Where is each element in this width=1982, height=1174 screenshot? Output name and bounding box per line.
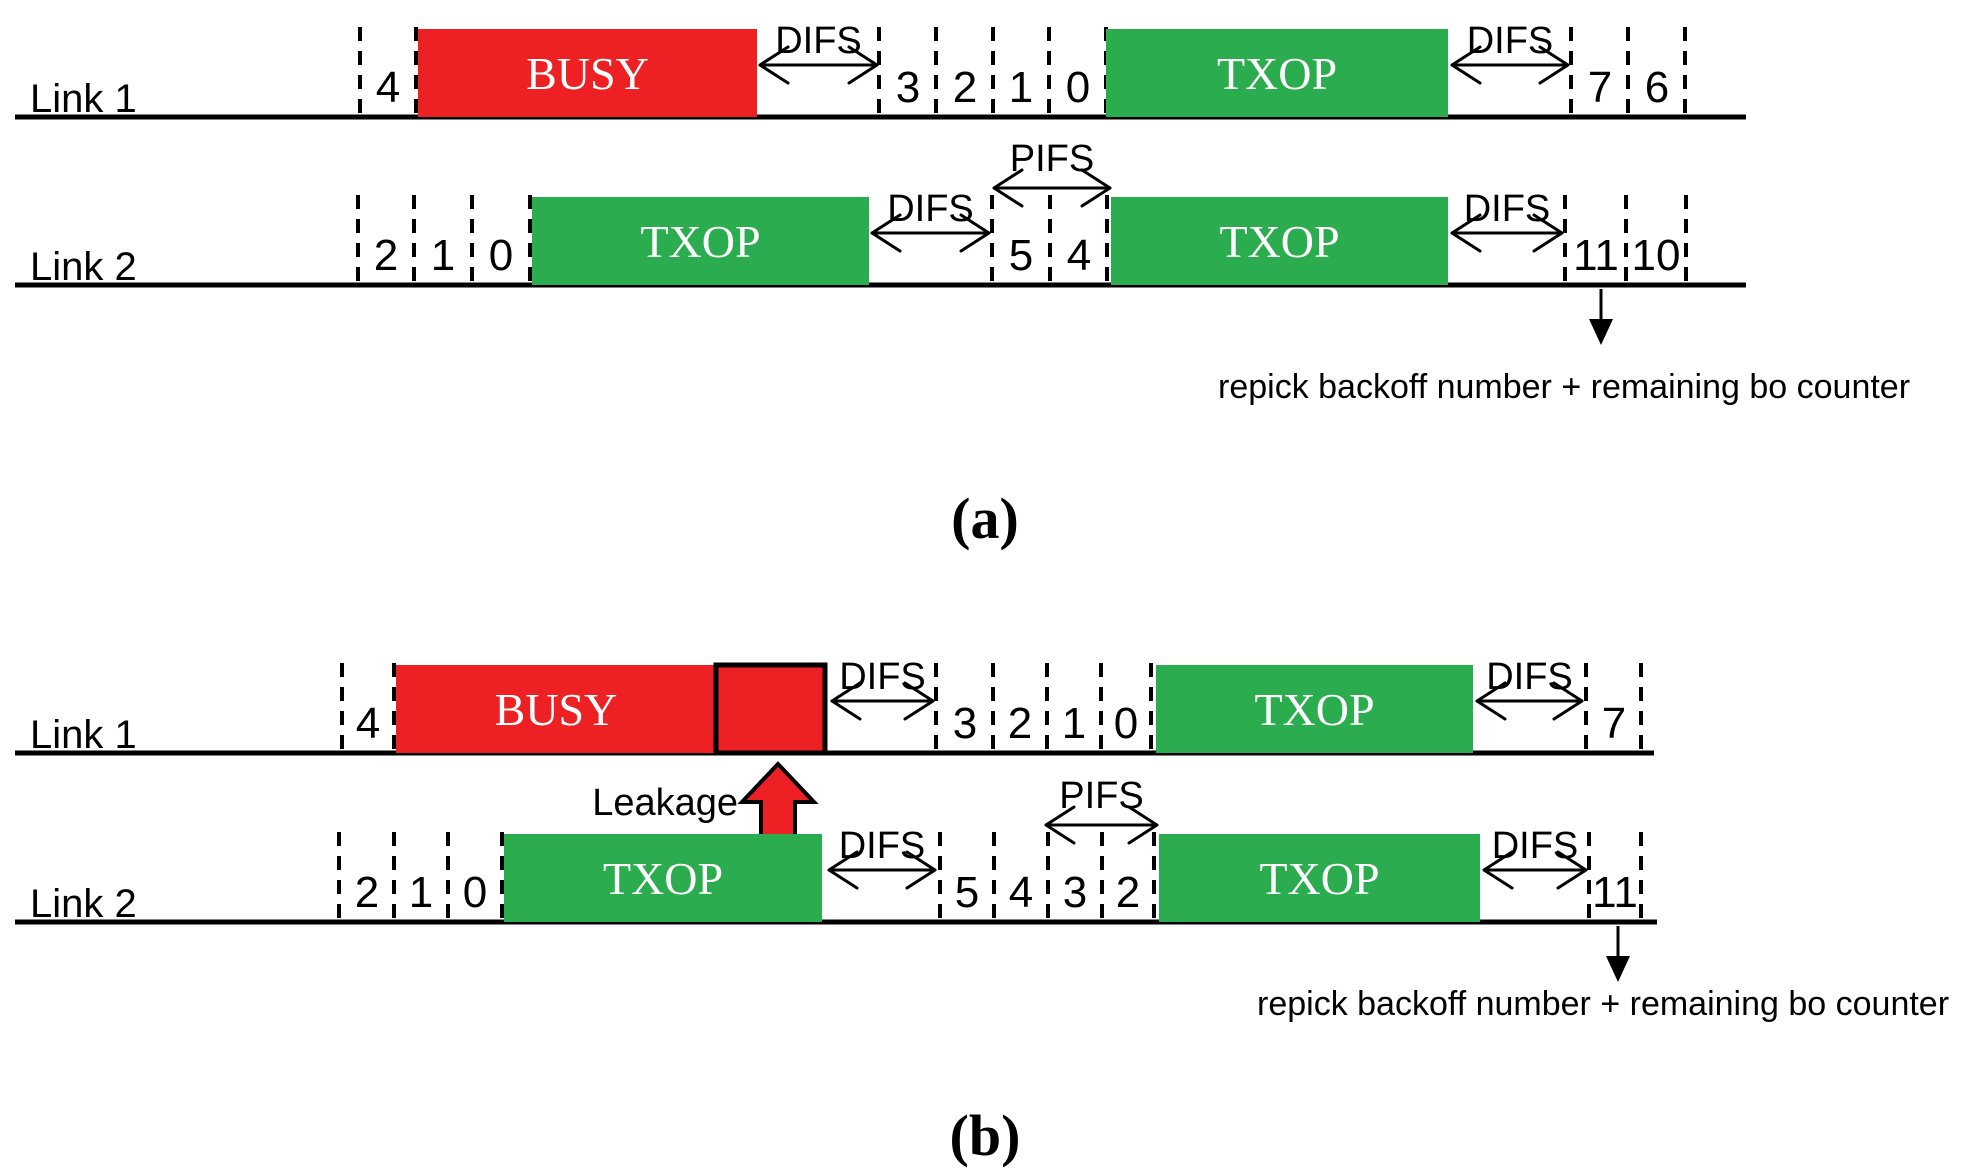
backoff-counter: 1 (1009, 63, 1033, 112)
backoff-counter: 4 (1067, 231, 1091, 280)
leakage-label: Leakage (592, 782, 738, 824)
backoff-counter: 11 (1592, 868, 1638, 917)
leakage-arrow (737, 761, 819, 846)
difs-arrow (758, 45, 879, 85)
block-label: TXOP (1217, 48, 1337, 99)
backoff-counter: 5 (955, 868, 979, 917)
backoff-counter: 4 (1009, 868, 1033, 917)
backoff-counter: 0 (489, 231, 513, 280)
difs-arrow (830, 681, 935, 721)
txop-block (1156, 665, 1473, 753)
backoff-counter: 11 (1573, 231, 1619, 280)
backoff-counter: 1 (431, 231, 455, 280)
busy-block (418, 29, 757, 117)
busy-block (396, 665, 716, 753)
block-label: BUSY (495, 684, 618, 735)
backoff-counter: 2 (1116, 868, 1140, 917)
block-label: BUSY (526, 48, 649, 99)
backoff-counter: 7 (1602, 699, 1626, 748)
link-label: Link 2 (30, 882, 137, 926)
difs-label: DIFS (839, 656, 926, 698)
backoff-counter: 2 (355, 868, 379, 917)
txop-block (1106, 29, 1448, 117)
difs-arrow (870, 213, 991, 253)
backoff-counter: 6 (1645, 63, 1669, 112)
backoff-counter: 7 (1588, 63, 1612, 112)
repick-note: repick backoff number + remaining bo cou… (1257, 985, 1949, 1023)
difs-label: DIFS (839, 825, 926, 867)
figure-caption: (a) (951, 486, 1019, 551)
repick-arrow-head (1606, 956, 1630, 982)
backoff-counter: 5 (1009, 231, 1033, 280)
backoff-counter: 10 (1632, 231, 1681, 280)
backoff-counter: 3 (1063, 868, 1087, 917)
repick-note: repick backoff number + remaining bo cou… (1218, 368, 1910, 406)
difs-arrow (1450, 45, 1570, 85)
block-label: TXOP (640, 216, 760, 267)
backoff-counter: 1 (409, 868, 433, 917)
backoff-counter: 1 (1062, 699, 1086, 748)
txop-block (1159, 834, 1480, 922)
backoff-counter: 2 (374, 231, 398, 280)
backoff-counter: 2 (953, 63, 977, 112)
difs-label: DIFS (887, 188, 974, 230)
txop-block (532, 197, 869, 285)
backoff-counter: 2 (1008, 699, 1032, 748)
link-label: Link 1 (30, 77, 137, 121)
link-label: Link 2 (30, 245, 137, 289)
block-label: TXOP (603, 853, 723, 904)
backoff-counter: 4 (356, 699, 380, 748)
pifs-arrow (992, 168, 1112, 208)
figure-caption: (b) (950, 1103, 1021, 1168)
backoff-counter: 0 (463, 868, 487, 917)
backoff-counter: 0 (1066, 63, 1090, 112)
difs-arrow (1482, 850, 1588, 890)
difs-label: DIFS (775, 20, 862, 62)
leakage-block (713, 662, 828, 756)
difs-arrow (827, 850, 937, 890)
difs-arrow (1475, 681, 1584, 721)
backoff-counter: 4 (376, 63, 400, 112)
txop-block (1111, 197, 1448, 285)
block-label: TXOP (1259, 853, 1379, 904)
block-label: TXOP (1219, 216, 1339, 267)
txop-block (504, 834, 822, 922)
difs-label: DIFS (1464, 188, 1551, 230)
difs-arrow (1450, 213, 1564, 253)
link-label: Link 1 (30, 713, 137, 757)
repick-arrow-head (1589, 319, 1613, 345)
pifs-label: PIFS (1059, 775, 1143, 817)
difs-label: DIFS (1486, 656, 1573, 698)
backoff-counter: 3 (953, 699, 977, 748)
pifs-arrow (1044, 805, 1159, 845)
difs-label: DIFS (1492, 825, 1579, 867)
backoff-counter: 0 (1114, 699, 1138, 748)
backoff-counter: 3 (896, 63, 920, 112)
block-label: TXOP (1254, 684, 1374, 735)
pifs-label: PIFS (1010, 138, 1094, 180)
difs-label: DIFS (1467, 20, 1554, 62)
